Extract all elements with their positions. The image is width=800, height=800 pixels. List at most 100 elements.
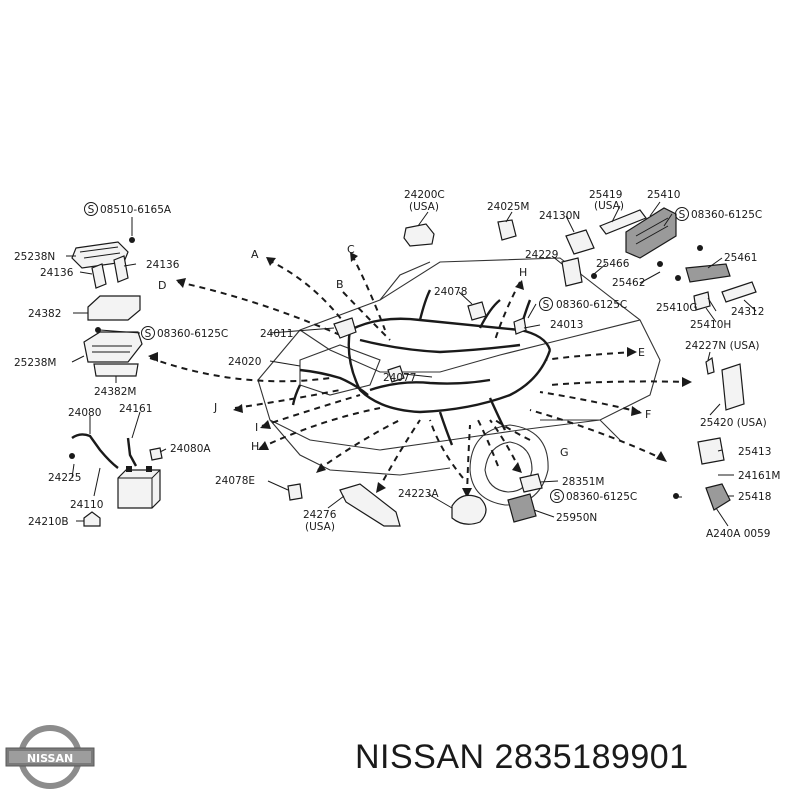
cover-24382m-part <box>93 363 139 377</box>
label-25410g: 25410G <box>656 302 698 314</box>
label-24229: 24229 <box>525 249 558 261</box>
callout-letter-i: I <box>255 421 258 434</box>
label-24382m: 24382M <box>94 386 136 398</box>
callout-letter-d: D <box>158 279 166 292</box>
terminal-24080a-part <box>149 447 163 461</box>
callout-letter-e: E <box>638 346 645 359</box>
label-24013: 24013 <box>550 319 583 331</box>
battery-cable-24080 <box>71 433 119 469</box>
part-labels: 08510-6165A 25238N 24136 24136 24382 083… <box>14 189 780 540</box>
label-24077: 24077 <box>383 372 416 384</box>
label-25950n: 25950N <box>556 512 597 524</box>
label-24223a: 24223A <box>398 488 439 500</box>
protector-24276-part <box>339 483 401 527</box>
callout-letter-b: B <box>336 278 344 291</box>
relay-28351m-part <box>519 473 543 493</box>
label-24225: 24225 <box>48 472 81 484</box>
relay-24136b-part <box>113 255 129 283</box>
label-diagram-code: A240A 0059 <box>706 528 770 540</box>
connector-24229-part <box>561 257 583 287</box>
label-25419: 25419 <box>589 189 622 201</box>
label-24078e: 24078E <box>215 475 255 487</box>
connector-25410h-part <box>693 291 711 311</box>
leader-lines <box>66 201 757 527</box>
grommet-24223a-part <box>451 494 487 525</box>
label-24130n: 24130N <box>539 210 580 222</box>
callout-arrows <box>149 254 691 496</box>
label-24011: 24011 <box>260 328 293 340</box>
relay-25413-part <box>697 437 725 465</box>
nissan-logo: NISSAN <box>5 725 95 789</box>
part-24077-part <box>387 365 405 383</box>
label-25461: 25461 <box>724 252 757 264</box>
label-25238m: 25238M <box>14 357 56 369</box>
label-24136: 24136 <box>40 267 74 279</box>
screw-symbol: S <box>679 209 686 221</box>
callout-letter-f: F <box>645 408 651 421</box>
label-24110: 24110 <box>70 499 103 511</box>
label-24078: 24078 <box>434 286 467 298</box>
wiring-harness <box>291 289 552 446</box>
label-24200c: 24200C <box>404 189 445 201</box>
label-08510-6165a: 08510-6165A <box>100 204 172 216</box>
relay-24025m-part <box>497 219 517 241</box>
label-25420: 25420 (USA) <box>700 417 767 429</box>
label-08360-6125c: 08360-6125C <box>566 491 637 503</box>
label-25466: 25466 <box>596 258 630 270</box>
switch-25461-part <box>685 263 731 283</box>
car-body-outline <box>257 257 661 506</box>
relay-24130n-part <box>565 229 595 255</box>
harness-plug-24011-part <box>333 317 357 339</box>
screw-symbol: S <box>554 491 561 503</box>
callout-letter-h: H <box>251 440 259 453</box>
label-24382: 24382 <box>28 308 61 320</box>
label-24312: 24312 <box>731 306 764 318</box>
relay-25418-part <box>705 483 731 511</box>
callout-letter-a: A <box>251 248 259 261</box>
logo-wordmark: NISSAN <box>27 752 73 765</box>
label-25462: 25462 <box>612 277 645 289</box>
label-24080a: 24080A <box>170 443 211 455</box>
label-24276-usa: (USA) <box>305 521 335 533</box>
battery-24110-part <box>117 466 161 509</box>
label-24161m: 24161M <box>738 470 780 482</box>
label-24136: 24136 <box>146 259 180 271</box>
label-25419-usa: (USA) <box>594 200 624 212</box>
label-24020: 24020 <box>228 356 261 368</box>
callout-letters: A B C D E F G H H I J <box>158 243 651 459</box>
label-25413: 25413 <box>738 446 771 458</box>
clip-24078-part <box>467 301 487 321</box>
relay-25420-part <box>721 363 745 411</box>
part-drawings <box>69 207 757 527</box>
fuse-block-25238m-part <box>83 331 143 363</box>
clamp-24210b-part <box>83 511 101 527</box>
relay-25950n-part <box>507 493 537 523</box>
label-08360-6125c: 08360-6125C <box>157 328 228 340</box>
arrowheads <box>148 252 692 498</box>
brand-part-number: NISSAN 2835189901 <box>355 738 689 776</box>
label-25410: 25410 <box>647 189 680 201</box>
label-24025m: 24025M <box>487 201 529 213</box>
label-08360-6125c: 08360-6125C <box>556 299 627 311</box>
callout-letter-j: J <box>213 401 217 414</box>
screw-symbol: S <box>543 299 550 311</box>
cover-24382-part <box>87 295 141 321</box>
switch-block-25410-part <box>599 207 677 259</box>
connector-24013-part <box>513 317 527 335</box>
battery-cable-24161 <box>126 437 138 467</box>
screw-symbols: S S S S S <box>84 202 689 503</box>
label-25238n: 25238N <box>14 251 55 263</box>
label-24161: 24161 <box>119 403 152 415</box>
fuse-24312-part <box>721 281 757 303</box>
callout-letter-c: C <box>347 243 355 256</box>
screw-symbol: S <box>145 328 152 340</box>
bracket-24227n-part <box>705 356 715 375</box>
relay-24200c-part <box>403 223 435 247</box>
label-25418: 25418 <box>738 491 771 503</box>
connector-24078e-part <box>287 483 303 501</box>
label-24276: 24276 <box>303 509 337 521</box>
label-28351m: 28351M <box>562 476 604 488</box>
screw-symbol: S <box>88 204 95 216</box>
callout-letter-h: H <box>519 266 527 279</box>
